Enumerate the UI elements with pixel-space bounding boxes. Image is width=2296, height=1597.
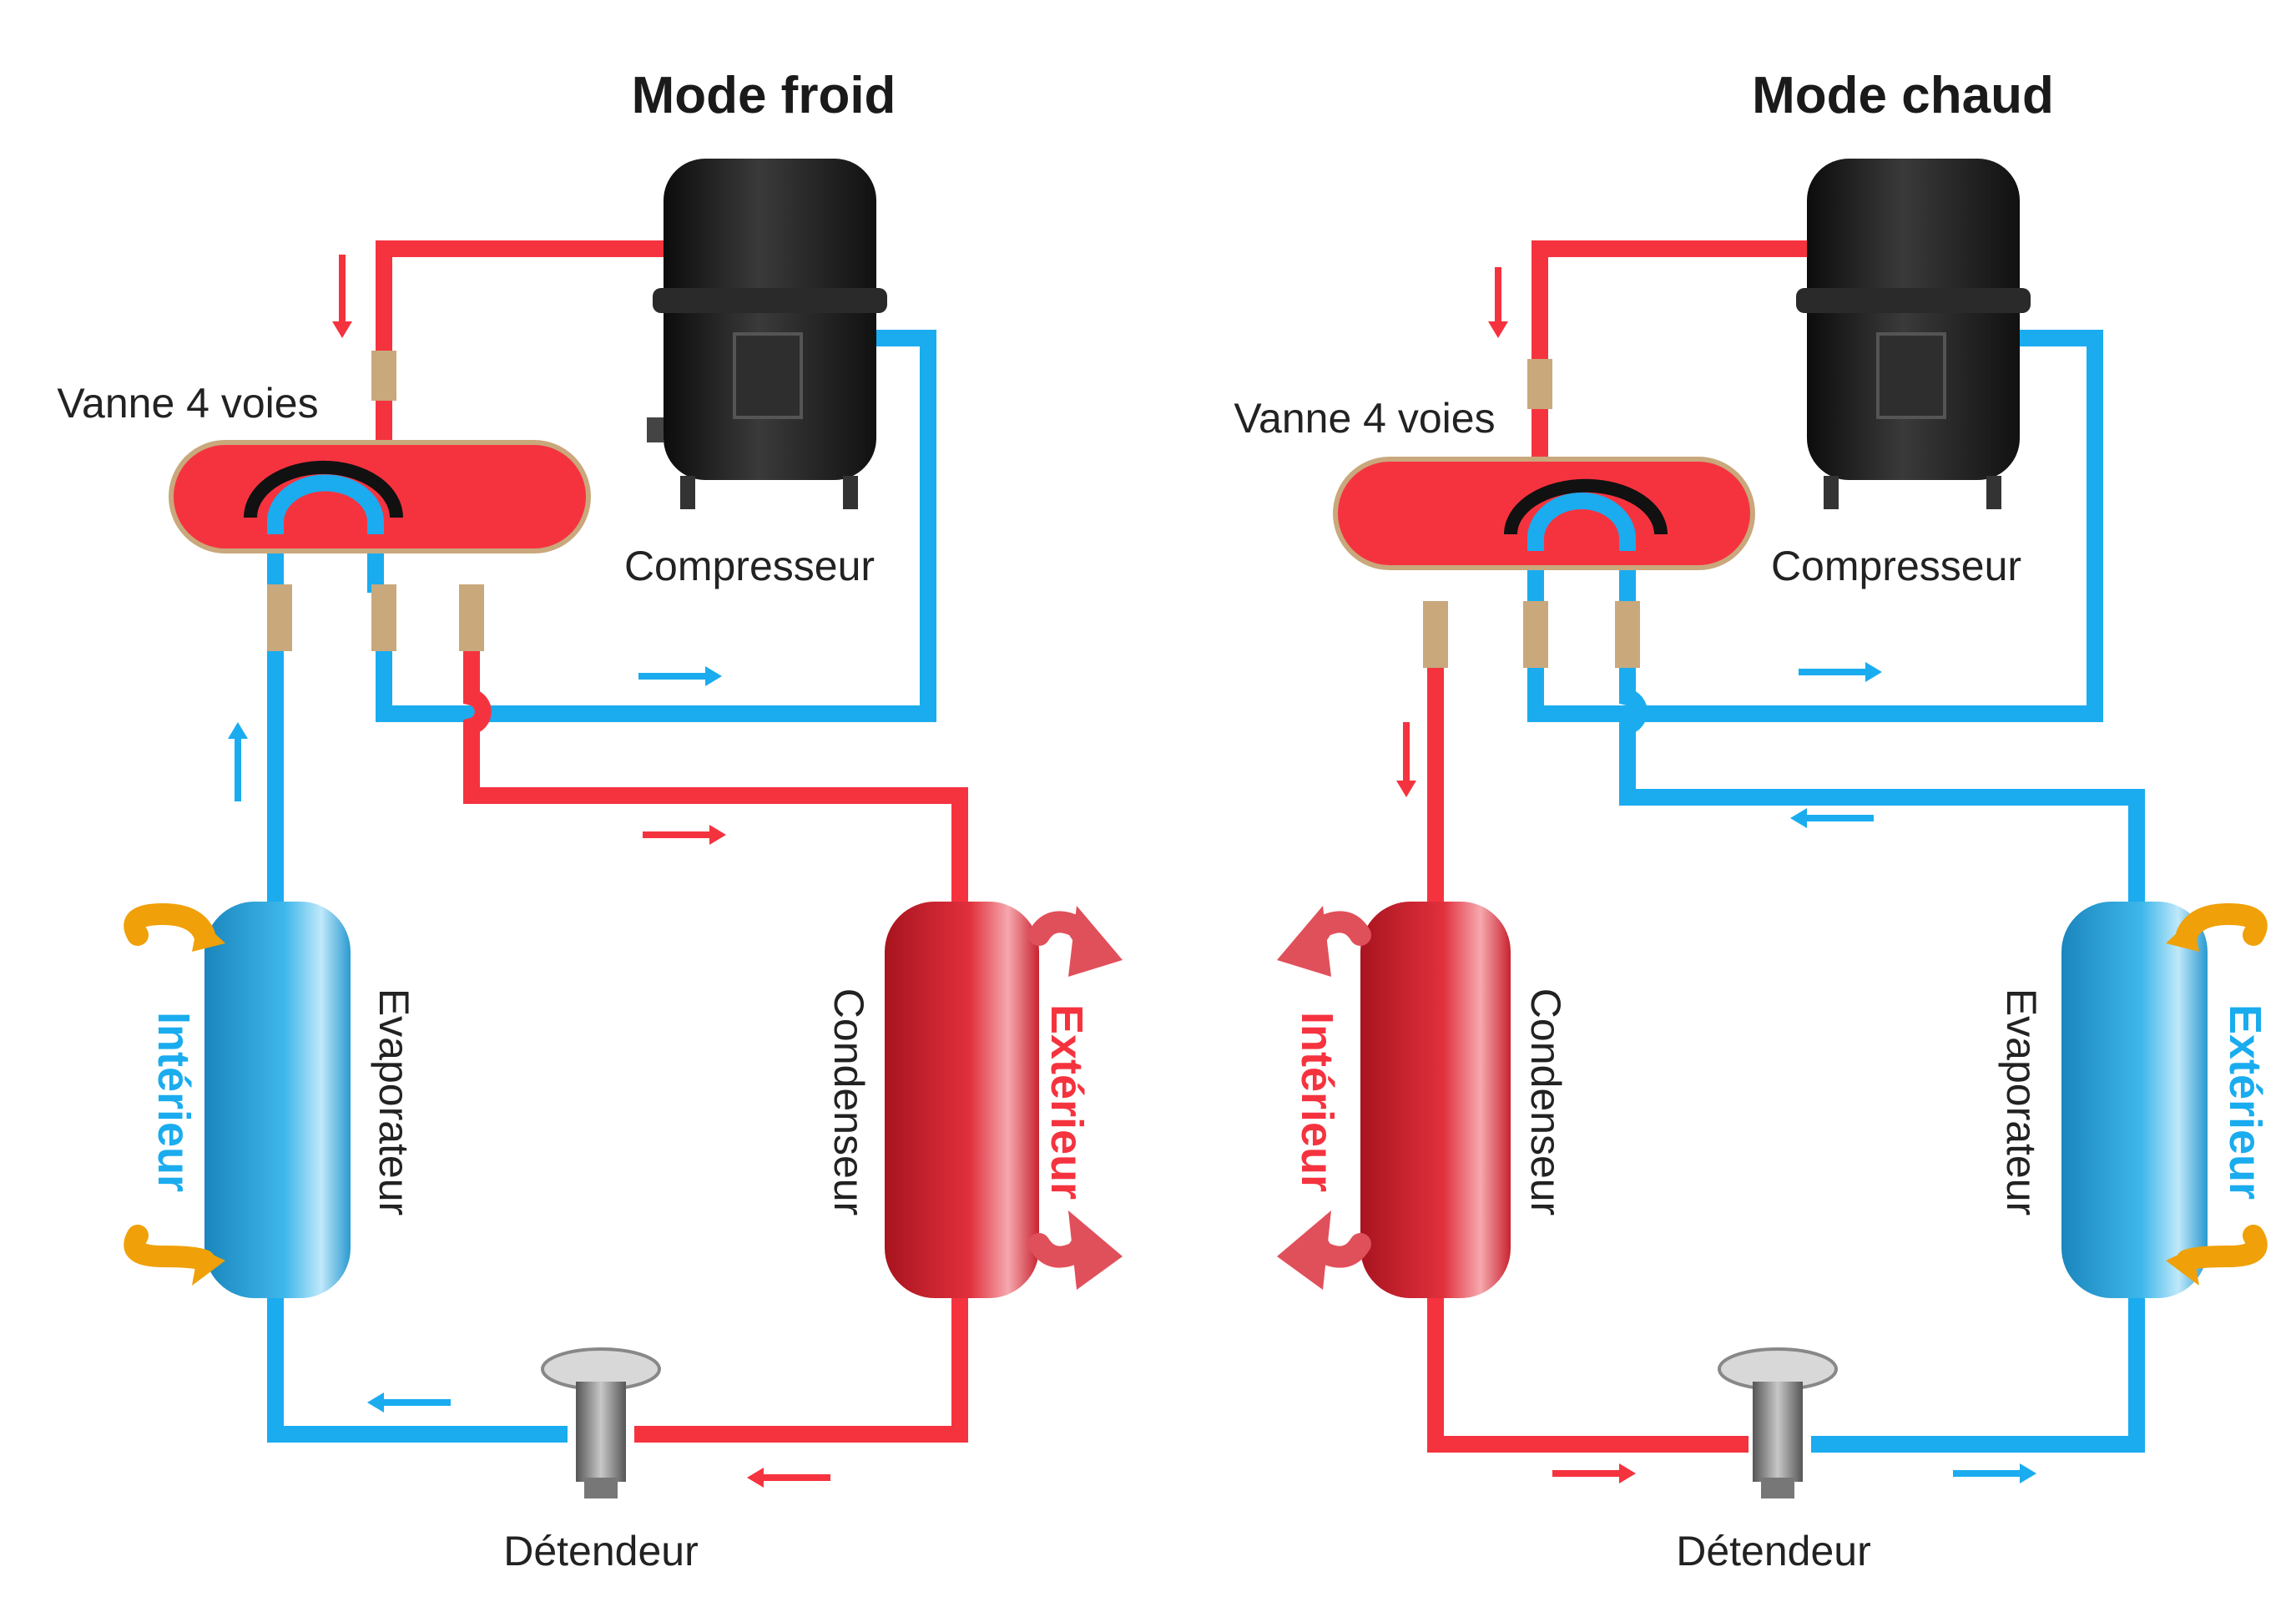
diagram-title: Mode chaud: [1752, 67, 2054, 124]
hot-pipe-valve-to-condenser: [463, 593, 968, 906]
cold-pipe-compressor-suction: [1527, 330, 2103, 722]
heat-exchanger-icon: [1360, 902, 1511, 1298]
valve-label: Vanne 4 voies: [1234, 395, 1495, 442]
right-side-label: Extérieur: [1042, 1004, 1092, 1200]
cold-pipe-valve-to-evaporator: [1619, 609, 2145, 906]
heat-exchanger-icon: [885, 902, 1039, 1298]
expansion-valve-icon: [1718, 1347, 1838, 1498]
right-exchanger-label: Condenseur: [825, 988, 872, 1215]
diagram-mode-chaud: Mode chaud Vanne 4 voies: [1234, 67, 2270, 1574]
left-exchanger-label: Evaporateur: [371, 988, 417, 1215]
refrigerant-pipes: [1427, 240, 2145, 1453]
diagram-mode-froid: Mode froid Vanne 4 voies: [57, 67, 1123, 1574]
expansion-label: Détendeur: [1676, 1528, 1871, 1574]
expansion-valve-icon: [541, 1347, 661, 1498]
cold-pipe-detendeur-to-evaporator: [267, 1290, 568, 1443]
cold-pipe-compressor-suction: [376, 330, 936, 722]
compressor-label: Compresseur: [624, 543, 875, 589]
hot-pipe-compressor-to-valve: [376, 240, 664, 442]
right-side-label: Extérieur: [2220, 1004, 2270, 1200]
left-exchanger-label: Condenseur: [1522, 988, 1569, 1215]
flow-arrow-icon: [1396, 267, 2036, 1483]
expansion-label: Détendeur: [503, 1528, 699, 1574]
hot-pipe-condenser-to-detendeur: [1427, 1290, 1748, 1453]
compressor-icon: [1796, 159, 2031, 509]
hot-pipe-condenser-to-detendeur: [634, 1294, 968, 1443]
four-way-valve-icon: [169, 351, 591, 651]
hot-pipe-compressor-to-valve: [1532, 240, 1807, 459]
left-side-label: Intérieur: [1292, 1012, 1342, 1192]
cold-pipe-detendeur-to-evaporator: [1811, 1290, 2145, 1453]
valve-label: Vanne 4 voies: [57, 380, 318, 427]
air-flow-arrow-icon: [124, 902, 225, 1286]
compressor-icon: [647, 159, 887, 509]
diagram-title: Mode froid: [632, 67, 896, 124]
flow-arrow-icon: [228, 255, 830, 1488]
air-flow-arrow-icon: [1277, 906, 1371, 1290]
heat-exchanger-icon: [204, 902, 351, 1298]
four-way-valve-icon: [1333, 359, 1755, 668]
right-exchanger-label: Evaporateur: [1998, 988, 2045, 1215]
air-flow-arrow-icon: [1028, 906, 1123, 1290]
heat-exchanger-icon: [2061, 902, 2208, 1298]
air-flow-arrow-icon: [2166, 902, 2268, 1286]
refrigerant-pipes: [267, 240, 968, 1443]
compressor-label: Compresseur: [1771, 543, 2021, 589]
left-side-label: Intérieur: [149, 1012, 199, 1192]
